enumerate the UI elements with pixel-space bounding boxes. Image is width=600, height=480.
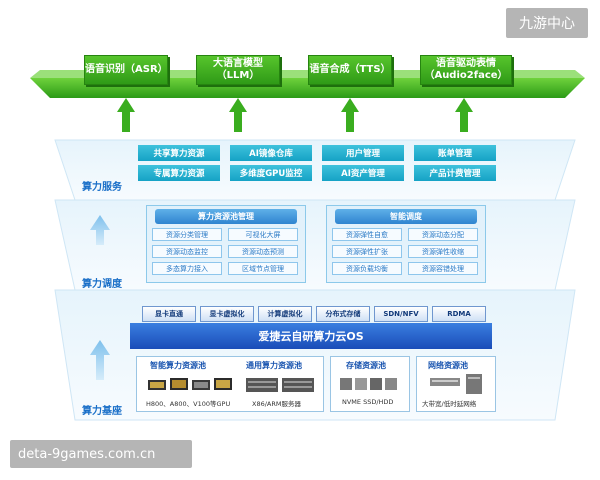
- virtualization-chip: 分布式存储: [316, 306, 370, 322]
- green-arrow-2: [229, 98, 247, 132]
- server-types-text: X86/ARM服务器: [252, 398, 301, 408]
- storage-drives-icon: [338, 374, 404, 394]
- schedule-cell: 资源弹性自愈: [332, 228, 402, 241]
- schedule-cell: 资源动态预测: [228, 245, 298, 258]
- service-item: AI镜像仓库: [230, 145, 312, 161]
- schedule-cell: 资源弹性扩张: [332, 245, 402, 258]
- storage-pool-title: 存储资源池: [346, 360, 386, 371]
- service-item: 专属算力资源: [138, 165, 220, 181]
- layer-label-scheduling: 算力调度: [82, 275, 122, 290]
- service-item: 账单管理: [414, 145, 496, 161]
- service-item: 共享算力资源: [138, 145, 220, 161]
- module-asr: 语音识别（ASR）: [84, 55, 168, 85]
- resource-pool-management-title: 算力资源池管理: [155, 209, 297, 224]
- gpu-models-text: H800、A800、V100等GPU: [146, 398, 230, 408]
- schedule-cell: 区域节点管理: [228, 262, 298, 275]
- storage-types-text: NVME SSD/HDD: [342, 398, 393, 406]
- virtualization-chip: 显卡直通: [142, 306, 196, 322]
- schedule-cell: 多态算力接入: [152, 262, 222, 275]
- network-types-text: 大带宽/低时延网络: [422, 398, 476, 408]
- service-item: 产品计费管理: [414, 165, 496, 181]
- service-item: 多维度GPU监控: [230, 165, 312, 181]
- schedule-cell: 资源负载均衡: [332, 262, 402, 275]
- virtualization-chip: 显卡虚拟化: [200, 306, 254, 322]
- cloud-os-bar: 爱捷云自研算力云OS: [130, 323, 492, 349]
- virtualization-chip: 计算虚拟化: [258, 306, 312, 322]
- network-devices-icon: [426, 372, 488, 396]
- schedule-cell: 资源动态监控: [152, 245, 222, 258]
- module-llm: 大语言模型 （LLM）: [196, 55, 280, 85]
- network-pool-title: 网络资源池: [428, 360, 468, 371]
- service-item: AI资产管理: [322, 165, 404, 181]
- scheduling-plane: [55, 200, 575, 290]
- intelligent-compute-pool-title: 智能算力资源池: [150, 360, 206, 371]
- smart-scheduling-title: 智能调度: [335, 209, 477, 224]
- schedule-cell: 资源分类管理: [152, 228, 222, 241]
- schedule-cell: 可视化大屏: [228, 228, 298, 241]
- green-arrow-4: [455, 98, 473, 132]
- layer-label-service: 算力服务: [82, 178, 122, 193]
- general-compute-pool-title: 通用算力资源池: [246, 360, 302, 371]
- module-tts: 语音合成（TTS）: [308, 55, 392, 85]
- watermark-top-right: 九游中心: [506, 8, 588, 38]
- gpu-cards-icon: [146, 374, 236, 396]
- module-audio2face: 语音驱动表情 （Audio2face）: [420, 55, 512, 85]
- virtualization-chip: RDMA: [432, 306, 486, 322]
- schedule-cell: 资源动态分配: [408, 228, 478, 241]
- schedule-cell: 资源容错处理: [408, 262, 478, 275]
- virtualization-chip: SDN/NFV: [374, 306, 428, 322]
- service-item: 用户管理: [322, 145, 404, 161]
- servers-icon: [244, 376, 318, 394]
- green-arrow-3: [341, 98, 359, 132]
- service-plane: [55, 140, 575, 200]
- schedule-cell: 资源弹性收缩: [408, 245, 478, 258]
- watermark-bottom-left: deta-9games.com.cn: [10, 440, 192, 468]
- layer-label-base: 算力基座: [82, 402, 122, 417]
- green-arrow-1: [117, 98, 135, 132]
